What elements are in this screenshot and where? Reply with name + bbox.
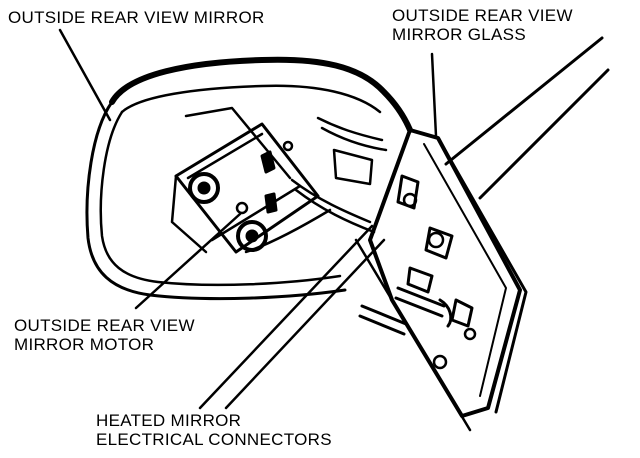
leader-mirror-glass [430,52,438,138]
mounting-arm [444,36,610,200]
leader-connectors-2 [224,238,386,410]
leader-mirror-motor [134,212,242,310]
glass-connectors [358,174,474,336]
label-mirror-motor: OUTSIDE REAR VIEW MIRROR MOTOR [14,316,195,354]
label-mirror-motor-line-2: MIRROR MOTOR [14,335,155,354]
label-mirror-glass: OUTSIDE REAR VIEW MIRROR GLASS [392,6,573,44]
label-connectors: HEATED MIRROR ELECTRICAL CONNECTORS [96,411,332,449]
mirror-glass-panel [354,128,528,432]
wiring-harness [290,116,388,234]
label-outside-mirror-line-1: OUTSIDE REAR VIEW MIRROR [8,8,265,27]
motor-pivot-lower [236,220,268,252]
motor-pivot-lower-hub [245,229,259,243]
mirror-motor-assembly [170,106,332,254]
label-mirror-glass-line-1: OUTSIDE REAR VIEW [392,6,573,25]
leader-lines [58,28,438,410]
leader-outside-mirror [58,28,112,122]
label-mirror-motor-line-1: OUTSIDE REAR VIEW [14,316,195,335]
motor-pivot-upper [188,172,220,204]
label-connectors-line-1: HEATED MIRROR [96,411,242,430]
label-connectors-line-2: ELECTRICAL CONNECTORS [96,430,332,449]
motor-pivot-upper-hub [197,181,211,195]
label-outside-mirror: OUTSIDE REAR VIEW MIRROR [8,8,265,27]
mirror-housing [85,56,413,301]
label-mirror-glass-line-2: MIRROR GLASS [392,25,526,44]
leader-connectors-1 [198,224,374,410]
